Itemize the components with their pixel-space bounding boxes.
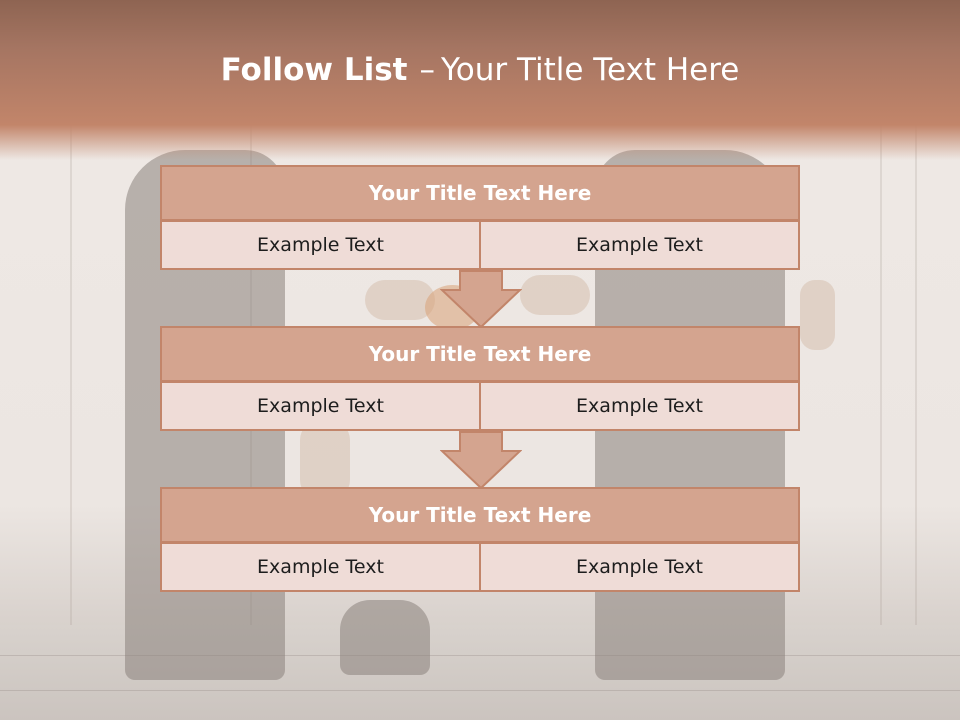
block-title[interactable]: Your Title Text Here [160,326,800,382]
block-row: Example Text Example Text [160,542,800,592]
title-separator: – [419,52,435,88]
list-block-1[interactable]: Your Title Text Here Example Text Exampl… [160,165,800,270]
block-right-text[interactable]: Example Text [479,220,800,270]
block-title[interactable]: Your Title Text Here [160,165,800,221]
block-right-text[interactable]: Example Text [479,542,800,592]
block-left-text[interactable]: Example Text [160,220,481,270]
block-left-text[interactable]: Example Text [160,381,481,431]
block-row: Example Text Example Text [160,220,800,270]
block-row: Example Text Example Text [160,381,800,431]
slide-title[interactable]: Follow List–Your Title Text Here [0,52,960,88]
down-arrow-icon [440,431,522,489]
list-block-3[interactable]: Your Title Text Here Example Text Exampl… [160,487,800,592]
block-title[interactable]: Your Title Text Here [160,487,800,543]
block-right-text[interactable]: Example Text [479,381,800,431]
down-arrow-icon [440,270,522,328]
title-bold: Follow List [220,52,408,88]
title-rest: Your Title Text Here [440,52,740,88]
block-left-text[interactable]: Example Text [160,542,481,592]
list-block-2[interactable]: Your Title Text Here Example Text Exampl… [160,326,800,431]
header-band [0,0,960,160]
